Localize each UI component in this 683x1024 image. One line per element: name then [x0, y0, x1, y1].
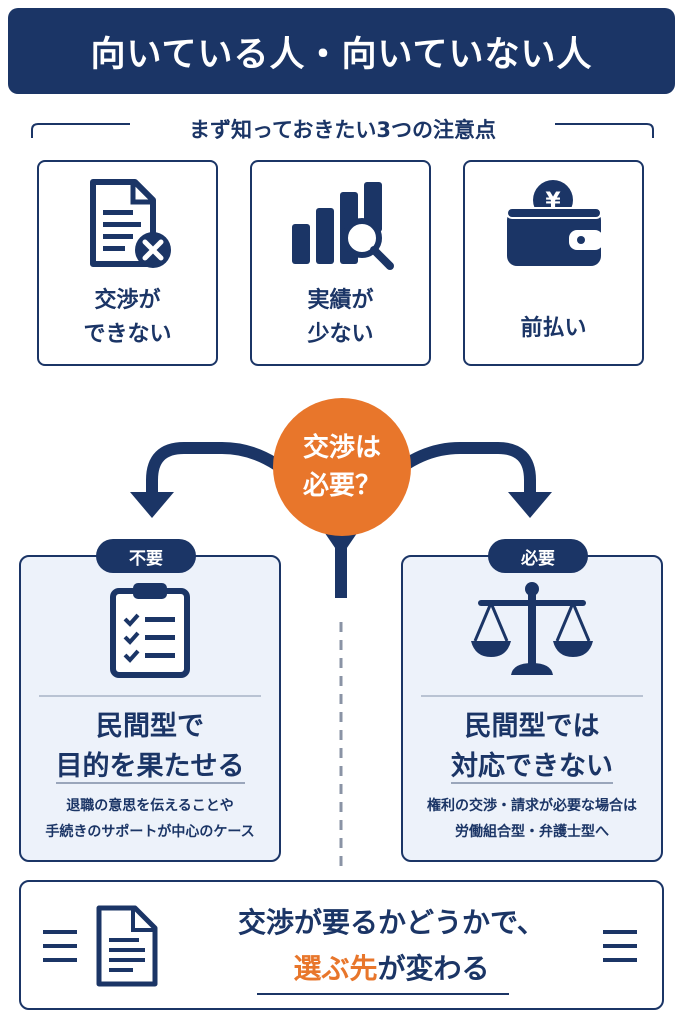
pill-necessary: 必要 — [488, 539, 588, 573]
result-note: 退職の意思を伝えることや 手続きのサポートが中心のケース — [21, 793, 279, 845]
result-heading-line-1: 民間型では — [464, 711, 600, 742]
result-heading-line-1: 民間型で — [96, 711, 204, 742]
scales-icon — [403, 579, 661, 679]
caution-label-1b: できない — [83, 322, 172, 347]
result-note: 権利の交渉・請求が必要な場合は 労働組合型・弁護士型へ — [403, 793, 661, 845]
subtitle-bracket — [31, 123, 654, 138]
decision-line-2: 必要？ — [302, 471, 381, 501]
pill-unnecessary: 不要 — [96, 539, 196, 573]
result-heading-line-2: 目的を果たせる — [55, 751, 245, 784]
result-heading-line-2: 対応できない — [451, 751, 613, 784]
left-arrowhead — [130, 492, 174, 518]
subtitle: まず知っておきたい3つの注意点 — [189, 118, 496, 142]
result-heading: 民間型では 対応できない — [403, 707, 661, 787]
divider — [39, 695, 261, 697]
decision-line-1: 交渉は — [302, 433, 381, 463]
caution-label-3: 前払い — [520, 316, 587, 341]
result-note-line-1: 権利の交渉・請求が必要な場合は — [427, 798, 637, 814]
conclusion-accent: 選ぶ先 — [293, 952, 378, 985]
caution-label-2a: 実績が — [307, 288, 374, 313]
wallet-yen-icon: ¥ — [465, 178, 642, 270]
result-heading: 民間型で 目的を果たせる — [21, 707, 279, 787]
lines-icon-left — [43, 930, 77, 962]
caution-label-1a: 交渉が — [94, 288, 161, 313]
divider — [421, 695, 643, 697]
caution-card-track-record: 実績が 少ない — [250, 160, 431, 366]
title-banner: 向いている人・向いていない人 — [8, 8, 675, 94]
lines-icon-right — [603, 930, 637, 962]
result-box-unnecessary: 民間型で 目的を果たせる 退職の意思を伝えることや 手続きのサポートが中心のケー… — [19, 555, 281, 862]
subtitle-section: まず知っておきたい3つの注意点 — [30, 108, 655, 144]
caution-card-prepayment: ¥ 前払い — [463, 160, 644, 366]
document-icon — [95, 904, 159, 992]
conclusion-rest: が変わる — [377, 952, 490, 985]
result-box-necessary: 民間型では 対応できない 権利の交渉・請求が必要な場合は 労働組合型・弁護士型へ — [401, 555, 663, 862]
bar-chart-magnifier-icon — [252, 178, 429, 270]
conclusion-text: 交渉が要るかどうかで、 選ぶ先が変わる — [181, 900, 602, 992]
result-note-line-2: 労働組合型・弁護士型へ — [455, 824, 609, 840]
decision-node: 交渉は 必要？ — [273, 398, 411, 536]
conclusion-line-1: 交渉が要るかどうかで、 — [238, 906, 545, 939]
checklist-icon — [21, 579, 279, 679]
caution-card-negotiation: 交渉が できない — [37, 160, 218, 366]
page-title: 向いている人・向いていない人 — [90, 34, 593, 75]
caution-label-2b: 少ない — [307, 322, 374, 347]
document-x-icon — [39, 178, 216, 270]
result-note-line-1: 退職の意思を伝えることや — [66, 798, 234, 814]
result-note-line-2: 手続きのサポートが中心のケース — [45, 824, 255, 840]
conclusion-banner: 交渉が要るかどうかで、 選ぶ先が変わる — [19, 880, 664, 1010]
right-arrowhead — [508, 492, 552, 518]
conclusion-underline — [257, 993, 509, 995]
